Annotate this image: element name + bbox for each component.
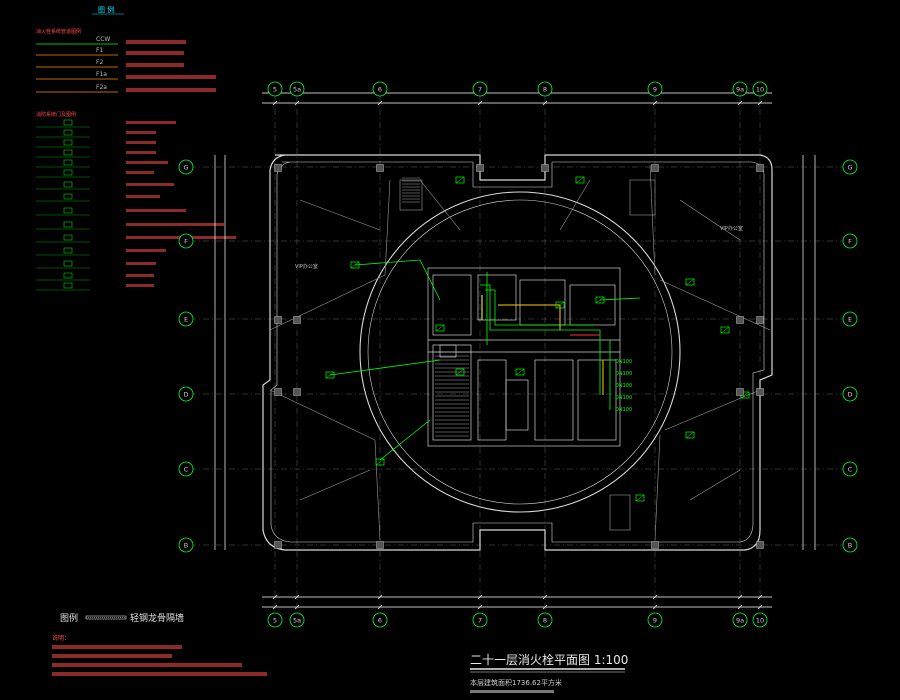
- building-outline: [262, 154, 773, 551]
- svg-text:B: B: [848, 541, 852, 549]
- pipe-highlights: [481, 295, 604, 395]
- grid-bubble-left: C: [178, 461, 194, 477]
- grid-bubble-top: 5: [267, 81, 283, 97]
- stair-treads: [402, 177, 469, 437]
- grid-bubble-top: 8: [537, 81, 553, 97]
- grid-bubble-bottom: 10: [752, 612, 768, 628]
- grid-bubble-top: 9a: [732, 81, 748, 97]
- svg-text:D: D: [183, 390, 188, 398]
- pipe-legend-rows: CCW F1 F2 F1a F2a: [36, 36, 216, 93]
- grid-bubble-bottom: 6: [372, 612, 388, 628]
- legend-panel: 图 例 消火栓系统管道图例 CCW F1 F2 F1a F2a 消防系统门及图例: [36, 5, 236, 291]
- title-block: 二十一层消火栓平面图 1:100 本层建筑面积1736.62平方米: [470, 652, 628, 693]
- grid-bubble-right: E: [842, 311, 858, 327]
- grid-bubble-left: E: [178, 311, 194, 327]
- grid-bubble-bottom: 9a: [732, 612, 748, 628]
- floor-area-line: 本层建筑面积1736.62平方米: [470, 678, 562, 687]
- fire-hydrants: [325, 176, 750, 502]
- svg-text:6: 6: [378, 616, 382, 624]
- svg-text:G: G: [847, 163, 852, 171]
- pipe-legend-title: 消火栓系统管道图例: [36, 28, 81, 35]
- svg-text:5: 5: [273, 85, 277, 93]
- svg-text:E: E: [184, 315, 188, 323]
- grid-bubble-top: 5a: [289, 81, 305, 97]
- grid-bubble-top: 6: [372, 81, 388, 97]
- riser-label: DN100: [615, 383, 632, 389]
- grid-bubble-left: D: [178, 386, 194, 402]
- svg-text:D: D: [847, 390, 852, 398]
- svg-text:G: G: [183, 163, 188, 171]
- atrium-ring: [359, 191, 681, 513]
- svg-text:10: 10: [756, 616, 764, 624]
- room-label-vip-west: VIP办公室: [295, 263, 318, 270]
- bottom-legend: 图例 轻钢龙骨隔墙: [60, 612, 184, 624]
- building-core: [427, 267, 621, 447]
- grid-bubble-right: B: [842, 537, 858, 553]
- grid-bubble-right: D: [842, 386, 858, 402]
- svg-text:8: 8: [543, 616, 547, 624]
- svg-text:10: 10: [756, 85, 764, 93]
- riser-label: DN100: [615, 359, 632, 365]
- grid-bubble-left: B: [178, 537, 194, 553]
- pipe-code-f2: F2: [96, 59, 103, 66]
- equipment-legend-title: 消防系统门及图例: [36, 111, 76, 118]
- fire-pipes: [329, 259, 641, 461]
- svg-text:F: F: [184, 237, 188, 245]
- riser-label: DN100: [615, 407, 632, 413]
- svg-text:7: 7: [478, 85, 482, 93]
- bottom-legend-label: 图例: [60, 612, 78, 624]
- svg-text:B: B: [184, 541, 188, 549]
- grid-bubble-right: F: [842, 233, 858, 249]
- svg-text:7: 7: [478, 616, 482, 624]
- pipe-code-f1: F1: [96, 47, 103, 54]
- grid-bubble-top: 10: [752, 81, 768, 97]
- svg-text:8: 8: [543, 85, 547, 93]
- grid-bubble-bottom: 5a: [289, 612, 305, 628]
- pipe-code-f2a: F2a: [96, 84, 107, 91]
- svg-text:5: 5: [273, 616, 277, 624]
- grid-bubble-bottom: 9: [647, 612, 663, 628]
- room-label-vip-east: VIP办公室: [720, 225, 743, 232]
- svg-text:C: C: [184, 465, 189, 473]
- drawing-title: 二十一层消火栓平面图 1:100: [470, 652, 628, 667]
- grid-bubble-left: G: [178, 159, 194, 175]
- structural-columns: [274, 164, 764, 549]
- notes-block: 说明：: [52, 634, 267, 676]
- svg-text:5a: 5a: [293, 85, 301, 93]
- svg-text:9: 9: [653, 616, 657, 624]
- grid-bubble-top: 7: [472, 81, 488, 97]
- svg-text:9a: 9a: [736, 85, 744, 93]
- grid-bubble-right: G: [842, 159, 858, 175]
- riser-labels: DN100 DN100 DN100 DN100 DN100: [615, 359, 632, 413]
- pipe-code-f1a: F1a: [96, 71, 107, 78]
- svg-text:F: F: [848, 237, 852, 245]
- legend-title: 图 例: [98, 5, 114, 14]
- grid-bubble-top: 9: [647, 81, 663, 97]
- svg-text:9: 9: [653, 85, 657, 93]
- grid-bubble-left: F: [178, 233, 194, 249]
- grid-bubble-bottom: 5: [267, 612, 283, 628]
- interior-partitions: [269, 164, 771, 541]
- pipe-code-ccw: CCW: [96, 36, 110, 43]
- dimension-lines: [214, 90, 816, 610]
- riser-label: DN100: [615, 371, 632, 377]
- grid-bubble-bottom: 7: [472, 612, 488, 628]
- riser-label: DN100: [615, 395, 632, 401]
- grid-bubble-right: C: [842, 461, 858, 477]
- svg-text:9a: 9a: [736, 616, 744, 624]
- notes-title: 说明：: [52, 634, 70, 642]
- svg-text:C: C: [848, 465, 853, 473]
- grid-bubble-bottom: 8: [537, 612, 553, 628]
- svg-text:5a: 5a: [293, 616, 301, 624]
- svg-text:E: E: [848, 315, 852, 323]
- svg-text:6: 6: [378, 85, 382, 93]
- bottom-legend-description: 轻钢龙骨隔墙: [130, 612, 184, 624]
- equipment-legend-rows: [36, 119, 236, 291]
- grid-lines: [190, 96, 850, 612]
